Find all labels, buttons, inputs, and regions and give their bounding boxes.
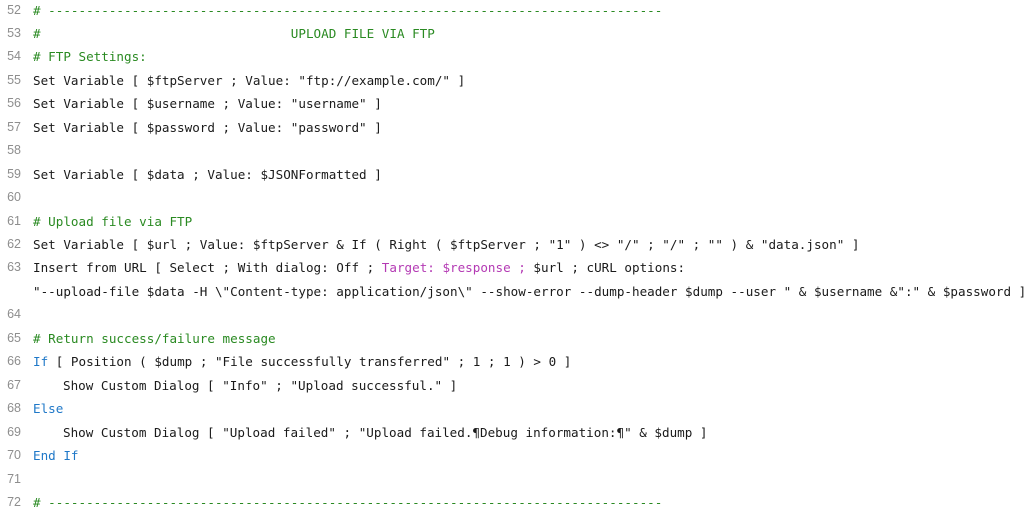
script-line[interactable]: 53 # UPLOAD FILE VIA FTP xyxy=(0,22,1024,45)
line-number: 67 xyxy=(7,377,21,392)
script-line[interactable]: 68 Else xyxy=(0,397,1024,420)
script-line[interactable]: 71 xyxy=(0,468,1024,491)
step-text: Show Custom Dialog [ "Info" ; "Upload su… xyxy=(63,377,458,393)
script-line[interactable]: "--upload-file $data -H \"Content-type: … xyxy=(0,280,1024,303)
line-number: 72 xyxy=(7,494,21,509)
line-number: 68 xyxy=(7,401,21,416)
step-text: Set Variable [ $ftpServer ; Value: "ftp:… xyxy=(33,72,466,88)
line-code: "--upload-file $data -H \"Content-type: … xyxy=(33,280,1024,303)
line-number: 71 xyxy=(7,471,21,486)
line-number: 64 xyxy=(7,307,21,322)
line-code: # Return success/failure message xyxy=(33,327,276,350)
step-text: Set Variable [ $password ; Value: "passw… xyxy=(33,119,382,135)
script-line[interactable]: 59 Set Variable [ $data ; Value: $JSONFor… xyxy=(0,163,1024,186)
step-text: Insert from URL [ Select ; With dialog: … xyxy=(33,260,382,276)
script-line[interactable]: 52 # ------------------------------------… xyxy=(0,0,1024,22)
script-line[interactable]: 60 xyxy=(0,186,1024,209)
line-number: 53 xyxy=(7,25,21,40)
comment-text: # UPLOAD FILE VIA FTP xyxy=(33,25,435,41)
line-number: 54 xyxy=(7,49,21,64)
line-code: If [ Position ( $dump ; "File successful… xyxy=(33,350,571,373)
target-text: Target: $response ; xyxy=(381,260,526,276)
script-line[interactable]: 63 Insert from URL [ Select ; With dialog… xyxy=(0,256,1024,279)
control-keyword: End If xyxy=(33,448,79,464)
line-code: End If xyxy=(33,444,79,467)
line-number: 56 xyxy=(7,96,21,111)
line-number: 52 xyxy=(7,2,21,17)
line-code: Set Variable [ $password ; Value: "passw… xyxy=(33,116,382,139)
line-number: 61 xyxy=(7,213,21,228)
step-text: Set Variable [ $data ; Value: $JSONForma… xyxy=(33,166,382,182)
line-number: 59 xyxy=(7,166,21,181)
script-line[interactable]: 56 Set Variable [ $username ; Value: "use… xyxy=(0,92,1024,115)
line-number: 65 xyxy=(7,330,21,345)
control-keyword: If xyxy=(33,354,49,370)
script-line[interactable]: 65 # Return success/failure message xyxy=(0,327,1024,350)
line-code: Else xyxy=(33,397,63,420)
line-code: Set Variable [ $data ; Value: $JSONForma… xyxy=(33,163,382,186)
script-line[interactable]: 66 If [ Position ( $dump ; "File successf… xyxy=(0,350,1024,373)
script-line[interactable]: 61 # Upload file via FTP xyxy=(0,210,1024,233)
script-line[interactable]: 54 # FTP Settings: xyxy=(0,45,1024,68)
step-text: Show Custom Dialog [ "Upload failed" ; "… xyxy=(63,424,708,440)
line-number: 63 xyxy=(7,260,21,275)
step-text: $url ; cURL options: xyxy=(525,260,686,276)
comment-text: # --------------------------------------… xyxy=(33,494,663,510)
script-line[interactable]: 70 End If xyxy=(0,444,1024,467)
script-line[interactable]: 57 Set Variable [ $password ; Value: "pas… xyxy=(0,116,1024,139)
line-code: # FTP Settings: xyxy=(33,45,147,68)
line-code: Set Variable [ $url ; Value: $ftpServer … xyxy=(33,233,859,256)
script-line[interactable]: 67 Show Custom Dialog [ "Info" ; "Upload … xyxy=(0,374,1024,397)
line-number: 58 xyxy=(7,143,21,158)
step-text: Set Variable [ $url ; Value: $ftpServer … xyxy=(33,237,860,252)
comment-text: # --------------------------------------… xyxy=(33,2,663,18)
control-keyword: Else xyxy=(33,401,64,417)
script-line[interactable]: 62 Set Variable [ $url ; Value: $ftpServe… xyxy=(0,233,1024,256)
line-code: # --------------------------------------… xyxy=(33,0,662,22)
line-number: 69 xyxy=(7,424,21,439)
comment-text: # Return success/failure message xyxy=(33,330,276,346)
line-code: Show Custom Dialog [ "Upload failed" ; "… xyxy=(63,421,707,444)
line-code: # UPLOAD FILE VIA FTP xyxy=(33,22,435,45)
script-line[interactable]: 72 # ------------------------------------… xyxy=(0,491,1024,514)
comment-text: # Upload file via FTP xyxy=(33,213,193,229)
line-number: 55 xyxy=(7,72,21,87)
line-number: 60 xyxy=(7,190,21,205)
line-code: Set Variable [ $ftpServer ; Value: "ftp:… xyxy=(33,69,465,92)
script-line[interactable]: 55 Set Variable [ $ftpServer ; Value: "ft… xyxy=(0,69,1024,92)
line-code: Show Custom Dialog [ "Info" ; "Upload su… xyxy=(63,374,457,397)
line-number: 62 xyxy=(7,237,21,251)
step-text: [ Position ( $dump ; "File successfully … xyxy=(48,354,572,370)
step-text: Set Variable [ $username ; Value: "usern… xyxy=(33,96,382,112)
step-text: "--upload-file $data -H \"Content-type: … xyxy=(33,283,1024,299)
script-line[interactable]: 64 xyxy=(0,303,1024,326)
script-line[interactable]: 69 Show Custom Dialog [ "Upload failed" ;… xyxy=(0,421,1024,444)
line-number: 66 xyxy=(7,354,21,369)
comment-text: # FTP Settings: xyxy=(33,49,147,65)
line-code: Set Variable [ $username ; Value: "usern… xyxy=(33,92,382,115)
line-code: # Upload file via FTP xyxy=(33,210,192,233)
line-code: Insert from URL [ Select ; With dialog: … xyxy=(33,256,685,279)
line-number: 70 xyxy=(7,448,21,463)
line-number: 57 xyxy=(7,119,21,134)
script-line[interactable]: 58 xyxy=(0,139,1024,162)
line-code: # --------------------------------------… xyxy=(33,491,662,514)
